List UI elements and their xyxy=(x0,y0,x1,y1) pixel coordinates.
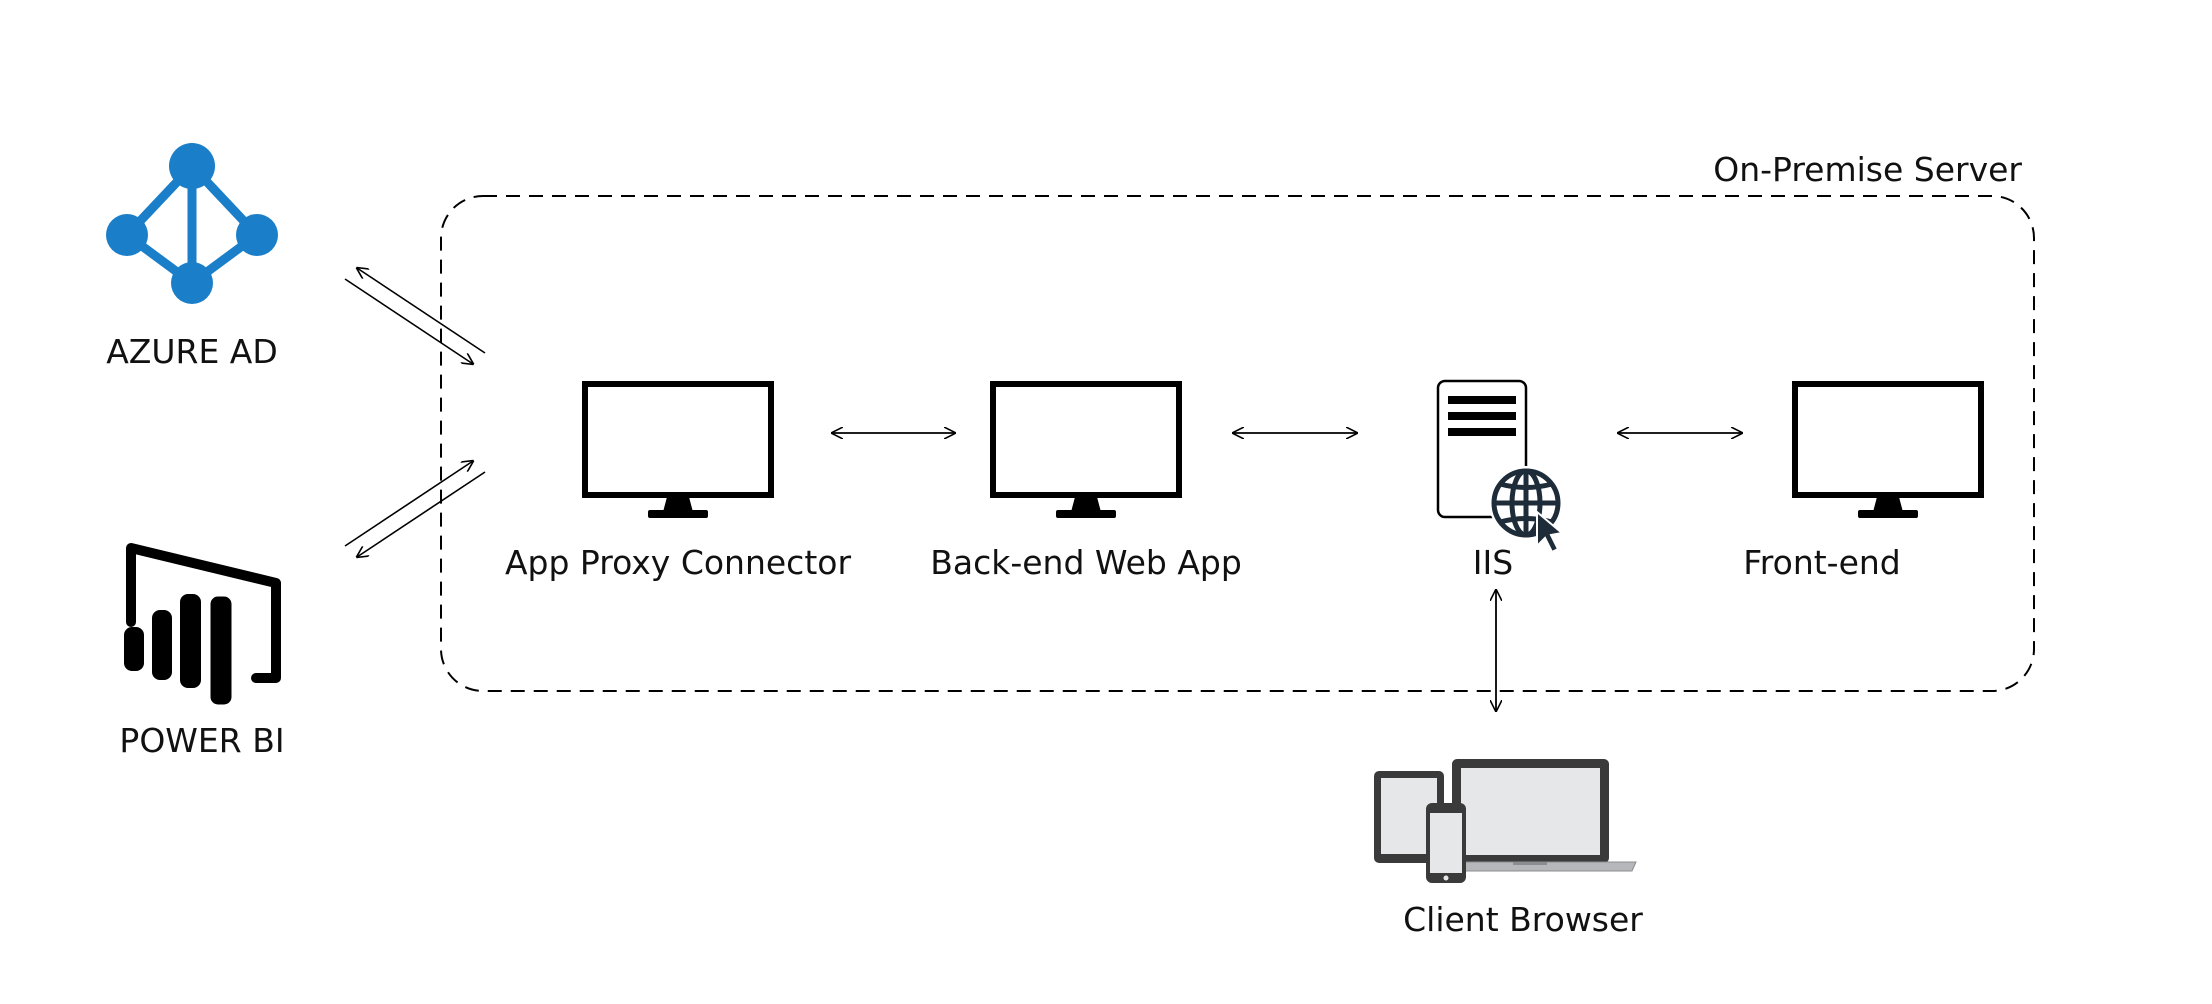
power-bi-label: POWER BI xyxy=(119,721,284,760)
client-browser-label: Client Browser xyxy=(1403,900,1643,939)
frontend-node: Front-end xyxy=(1743,381,1984,582)
app-proxy-connector-label: App Proxy Connector xyxy=(505,543,851,582)
backend-web-app-label: Back-end Web App xyxy=(930,543,1242,582)
cursor-icon xyxy=(1536,509,1565,554)
on-premise-server-label: On-Premise Server xyxy=(1713,150,2022,189)
iis-node: IIS xyxy=(1436,379,1565,582)
power-bi-connector-arrows xyxy=(344,461,486,557)
power-bi-icon xyxy=(124,543,281,708)
client-browser-node: Client Browser xyxy=(1374,759,1643,939)
frontend-label: Front-end xyxy=(1743,543,1901,582)
devices-icon xyxy=(1374,759,1637,883)
web-server-icon xyxy=(1436,379,1565,554)
app-proxy-connector-node: App Proxy Connector xyxy=(505,381,851,582)
monitor-icon xyxy=(990,381,1182,518)
azure-ad-icon xyxy=(106,143,278,304)
azure-ad-label: AZURE AD xyxy=(106,332,278,371)
azure-ad-connector-arrows xyxy=(344,268,486,364)
power-bi-node: POWER BI xyxy=(119,543,285,760)
monitor-icon xyxy=(1792,381,1984,518)
backend-web-app-node: Back-end Web App xyxy=(930,381,1242,582)
on-premise-server-region: On-Premise Server xyxy=(440,150,2035,692)
monitor-icon xyxy=(582,381,774,518)
on-premise-boundary xyxy=(440,195,2035,692)
azure-ad-node: AZURE AD xyxy=(106,143,278,371)
iis-label: IIS xyxy=(1473,543,1513,582)
